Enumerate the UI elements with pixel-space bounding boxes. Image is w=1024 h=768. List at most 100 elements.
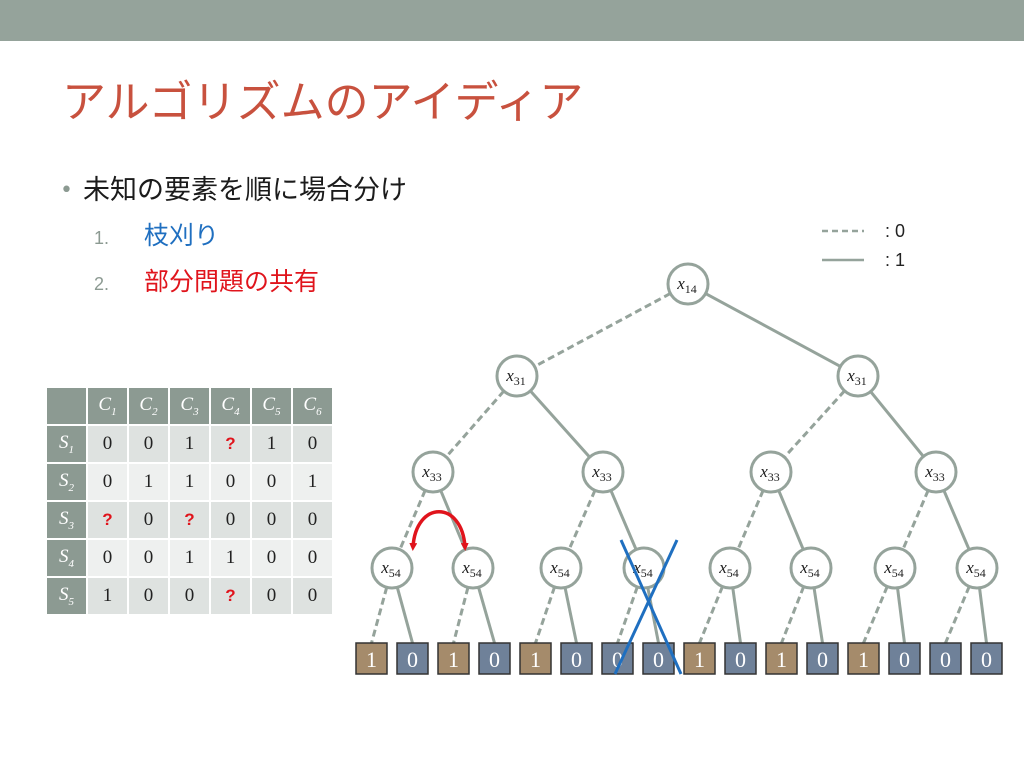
tree-leaf: 0 [396, 642, 429, 675]
legend: : 0 : 1 [822, 221, 905, 270]
tree-leaf-box [888, 642, 921, 675]
tree-node-label: x33 [421, 462, 442, 484]
tree-leaf-box [683, 642, 716, 675]
matrix-cell: 0 [168, 576, 211, 616]
leaf-edge-one [395, 586, 414, 644]
matrix-row-header: S2 [45, 462, 88, 502]
tree-node-label: x54 [549, 558, 570, 580]
tree-node-circle [495, 354, 539, 398]
matrix-cell: 1 [209, 538, 252, 578]
tree-leaf: 1 [847, 642, 880, 675]
matrix-cell: 0 [127, 538, 170, 578]
matrix-col-header: C5 [250, 386, 293, 426]
leaf-edge-one [477, 586, 496, 644]
tree-leaf-value: 0 [899, 647, 910, 672]
tree-node: x33 [749, 450, 793, 494]
leaf-edge-zero [534, 586, 556, 644]
tree-leaf: 0 [806, 642, 839, 675]
matrix-cell: 0 [291, 576, 334, 616]
tree-node: x54 [708, 546, 752, 590]
tree-leaf-value: 0 [407, 647, 418, 672]
tree-leaf-value: 1 [858, 647, 869, 672]
leaf-edge-one [731, 587, 742, 644]
tree-leaf-value: 0 [817, 647, 828, 672]
tree-node-circle [370, 546, 414, 590]
tree-leaf-box [847, 642, 880, 675]
bullet-dot-icon: • [60, 178, 73, 203]
tree-edge-one [869, 390, 925, 458]
leaf-edge-zero [370, 586, 389, 644]
tree-node: x54 [539, 546, 583, 590]
tree-leaf-box [519, 642, 552, 675]
tree-node-label: x33 [759, 462, 780, 484]
tree-node-circle [836, 354, 880, 398]
tree-node-circle [749, 450, 793, 494]
shared-subproblem-swap-arrow [409, 510, 469, 551]
tree-leaf: 0 [888, 642, 921, 675]
tree-node: x33 [581, 450, 625, 494]
tree-leaf-box [560, 642, 593, 675]
leaf-edge-one [978, 587, 988, 644]
leaf-edge-zero [862, 585, 889, 644]
tree-leaf-value: 1 [776, 647, 787, 672]
matrix-corner-cell [45, 386, 88, 426]
leaf-edge-zero [944, 585, 971, 644]
matrix-row-header: S4 [45, 538, 88, 578]
matrix-row-header: S1 [45, 424, 88, 464]
top-bar [0, 0, 1024, 41]
matrix-cell: ? [168, 500, 211, 540]
matrix-col-header: C4 [209, 386, 252, 426]
matrix-cell: 1 [291, 462, 334, 502]
matrix-cell: 0 [291, 538, 334, 578]
tree-leaf: 0 [724, 642, 757, 675]
tree-edge-one [777, 489, 805, 551]
sub-item-text: 枝刈り [144, 221, 220, 250]
leaf-edge-zero [780, 586, 806, 644]
pruning-cross-line [613, 539, 679, 675]
tree-leaf-box [437, 642, 470, 675]
tree-edge-one [609, 489, 638, 551]
matrix-row-header: S3 [45, 500, 88, 540]
matrix-cell: ? [86, 500, 129, 540]
tree-node: x54 [955, 546, 999, 590]
matrix-cell: 0 [127, 500, 170, 540]
leaf-edge-one [812, 587, 824, 644]
tree-leaf-box [355, 642, 388, 675]
tree-leaf-value: 1 [530, 647, 541, 672]
tree-edge-zero [533, 292, 672, 368]
tree-leaf: 0 [560, 642, 593, 675]
tree-node: x54 [370, 546, 414, 590]
tree-leaf-box [478, 642, 511, 675]
tree-node-label: x14 [676, 274, 697, 296]
tree-leaf-box [396, 642, 429, 675]
tree-leaf-box [929, 642, 962, 675]
sub-item-text: 部分問題の共有 [144, 267, 320, 296]
tree-leaf-box [601, 642, 634, 675]
matrix-cell: 1 [127, 462, 170, 502]
tree-node: x54 [789, 546, 833, 590]
tree-node-label: x31 [846, 366, 867, 388]
tree-leaf: 1 [683, 642, 716, 675]
tree-leaf-value: 0 [940, 647, 951, 672]
tree-edge-zero [736, 489, 765, 551]
tree-leaf-value: 0 [571, 647, 582, 672]
tree-leaf-value: 0 [653, 647, 664, 672]
matrix-cell: 1 [168, 462, 211, 502]
matrix-cell: 0 [86, 424, 129, 464]
matrix-cell: ? [209, 576, 252, 616]
matrix-row-header: S5 [45, 576, 88, 616]
matrix-cell: 0 [250, 500, 293, 540]
tree-node-label: x33 [591, 462, 612, 484]
tree-leaf-box [765, 642, 798, 675]
tree-node-label: x54 [461, 558, 482, 580]
tree-edge-zero [445, 390, 505, 458]
main-bullet-text: 未知の要素を順に場合分け [82, 175, 407, 206]
tree-node: x33 [914, 450, 958, 494]
slide-title: アルゴリズムのアイディア [62, 77, 584, 128]
tree-node-circle [539, 546, 583, 590]
tree-edge-one [704, 292, 842, 368]
